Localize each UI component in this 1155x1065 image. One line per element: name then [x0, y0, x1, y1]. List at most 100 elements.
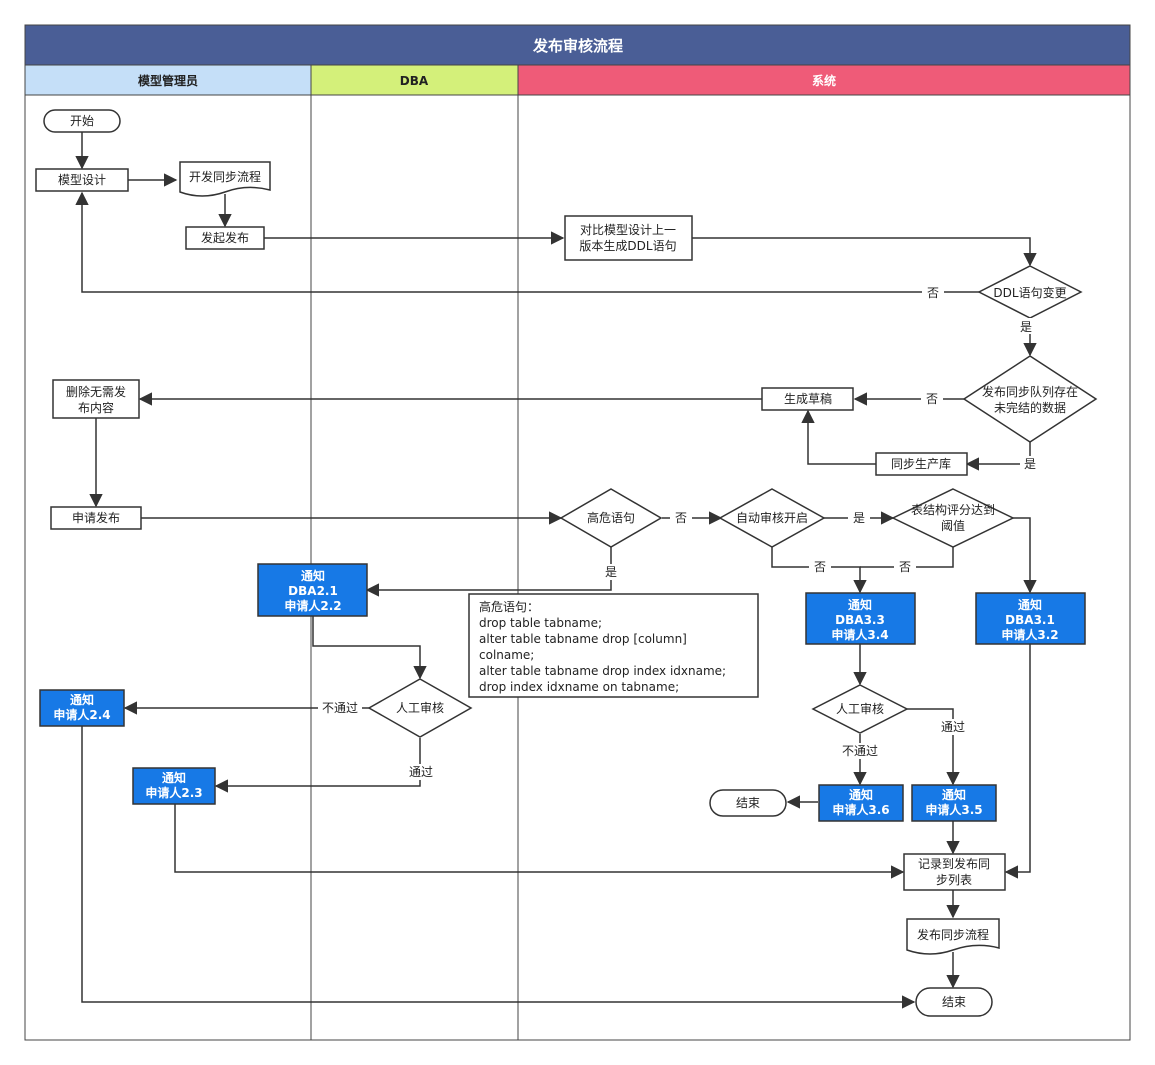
connectors — [75, 132, 1037, 1009]
notify-23-box — [132, 767, 216, 805]
score-threshold-line2: 阈值 — [941, 518, 965, 533]
dev-sync-flow-label: 开发同步流程 — [189, 169, 261, 184]
notify-21-line2: DBA2.1 — [288, 584, 338, 598]
compare-ddl-line2: 版本生成DDL语句 — [579, 239, 676, 253]
end-small-label: 结束 — [736, 796, 760, 810]
ddl-changed-label: DDL语句变更 — [993, 285, 1066, 300]
title-bar — [24, 24, 1131, 66]
auto-review-label: 自动审核开启 — [736, 510, 808, 525]
edge-sync-draft — [801, 409, 876, 465]
gen-draft-label: 生成草稿 — [784, 391, 832, 406]
notify-21-line1: 通知 — [301, 568, 325, 583]
compare-ddl-line1: 对比模型设计上一 — [580, 223, 676, 237]
high-risk-diamond — [559, 488, 663, 548]
start-terminal — [43, 109, 121, 133]
label-fail-sys: 不通过 — [842, 744, 878, 758]
notify-31-line2: DBA3.1 — [1005, 613, 1055, 627]
high-risk-note-box — [468, 593, 759, 698]
gen-draft-box — [761, 387, 854, 411]
notify-21-box — [257, 563, 368, 617]
delete-content-line1: 删除无需发 — [66, 384, 126, 399]
note-line-3: alter table tabname drop [column] — [479, 632, 687, 646]
queue-unfinished-line1: 发布同步队列存在 — [982, 384, 1078, 399]
record-list-box — [903, 853, 1006, 891]
edge-n24-end — [81, 726, 916, 1009]
edge-n21-review — [312, 616, 427, 680]
label-no-score: 否 — [899, 560, 911, 574]
dev-sync-flow-doc — [179, 161, 271, 197]
model-design-box — [35, 168, 129, 192]
end-small-terminal — [709, 789, 787, 817]
apply-publish-label: 申请发布 — [72, 510, 120, 525]
model-design-label: 模型设计 — [58, 173, 106, 187]
edge-score-yes-n31 — [1013, 517, 1037, 594]
queue-unfinished-diamond — [962, 355, 1098, 443]
high-risk-label: 高危语句 — [587, 510, 635, 525]
notify-31-line3: 申请人3.2 — [1001, 627, 1058, 642]
label-no-queue: 否 — [926, 392, 938, 406]
notify-33-box — [805, 592, 916, 645]
notify-23-line1: 通知 — [162, 770, 186, 785]
notify-33-line3: 申请人3.4 — [831, 627, 888, 642]
score-threshold-diamond — [891, 488, 1015, 548]
label-yes-auto: 是 — [853, 511, 865, 525]
lane-label-modeler: 模型管理员 — [138, 73, 198, 88]
start-label: 开始 — [70, 114, 94, 128]
lane-header-modeler — [24, 64, 312, 96]
apply-publish-box — [50, 506, 142, 530]
lane-label-dba: DBA — [400, 74, 429, 88]
label-yes-queue: 是 — [1024, 457, 1036, 471]
initiate-publish-label: 发起发布 — [201, 230, 249, 245]
notify-24-line2: 申请人2.4 — [53, 707, 110, 722]
notify-36-box — [818, 784, 904, 822]
note-line-1: 高危语句： — [479, 599, 539, 614]
edge-sysreview-pass-n35 — [907, 708, 960, 786]
label-no-auto: 否 — [814, 560, 826, 574]
sync-prod-label: 同步生产库 — [891, 456, 951, 471]
notify-31-line1: 通知 — [1018, 597, 1042, 612]
edge-ddl-no-design — [75, 191, 980, 293]
sync-prod-box — [875, 452, 968, 476]
delete-content-line2: 布内容 — [78, 400, 114, 415]
notify-21-line3: 申请人2.2 — [284, 598, 341, 613]
queue-unfinished-line2: 未完结的数据 — [994, 400, 1066, 415]
label-no-high-risk: 否 — [675, 511, 687, 525]
notify-24-box — [39, 689, 125, 727]
notify-36-line1: 通知 — [849, 787, 873, 802]
manual-review-sys-label: 人工审核 — [836, 701, 884, 716]
pub-sync-flow-label: 发布同步流程 — [917, 927, 989, 942]
notify-35-box — [911, 784, 997, 822]
end-terminal — [915, 987, 993, 1017]
note-line-4: colname; — [479, 648, 534, 662]
notify-23-line2: 申请人2.3 — [145, 785, 202, 800]
end-label: 结束 — [942, 995, 966, 1009]
edge-n23-record — [174, 804, 905, 879]
auto-review-diamond — [718, 488, 826, 548]
notify-35-line2: 申请人3.5 — [925, 802, 982, 817]
notify-35-line1: 通知 — [942, 787, 966, 802]
notify-31-box — [975, 592, 1086, 645]
score-threshold-line1: 表结构评分达到 — [911, 502, 995, 517]
label-yes-high-risk: 是 — [605, 565, 617, 579]
initiate-publish-box — [185, 226, 265, 250]
notify-36-line2: 申请人3.6 — [832, 802, 889, 817]
manual-review-dba-label: 人工审核 — [396, 700, 444, 715]
note-line-5: alter table tabname drop index idxname; — [479, 664, 726, 678]
label-no-ddl: 否 — [927, 286, 939, 300]
notify-24-line1: 通知 — [70, 692, 94, 707]
record-list-line2: 步列表 — [936, 873, 972, 887]
edge-score-no-n33 — [860, 547, 954, 568]
note-line-2: drop table tabname; — [479, 616, 602, 630]
note-line-6: drop index idxname on tabname; — [479, 680, 679, 694]
notify-33-line1: 通知 — [848, 597, 872, 612]
pub-sync-flow-doc — [906, 918, 1000, 955]
edge-highrisk-yes-n21 — [365, 547, 612, 597]
compare-ddl-box — [564, 215, 693, 261]
lane-label-system: 系统 — [812, 73, 836, 88]
edge-review-pass-n23 — [214, 738, 421, 793]
lane-header-system — [517, 64, 1131, 96]
diagram-title: 发布审核流程 — [532, 37, 623, 55]
edge-labels: 否 是 否 是 否 是 是 否 否 不通过 通过 通过 不通过 — [318, 284, 1042, 780]
record-list-line1: 记录到发布同 — [918, 856, 990, 871]
